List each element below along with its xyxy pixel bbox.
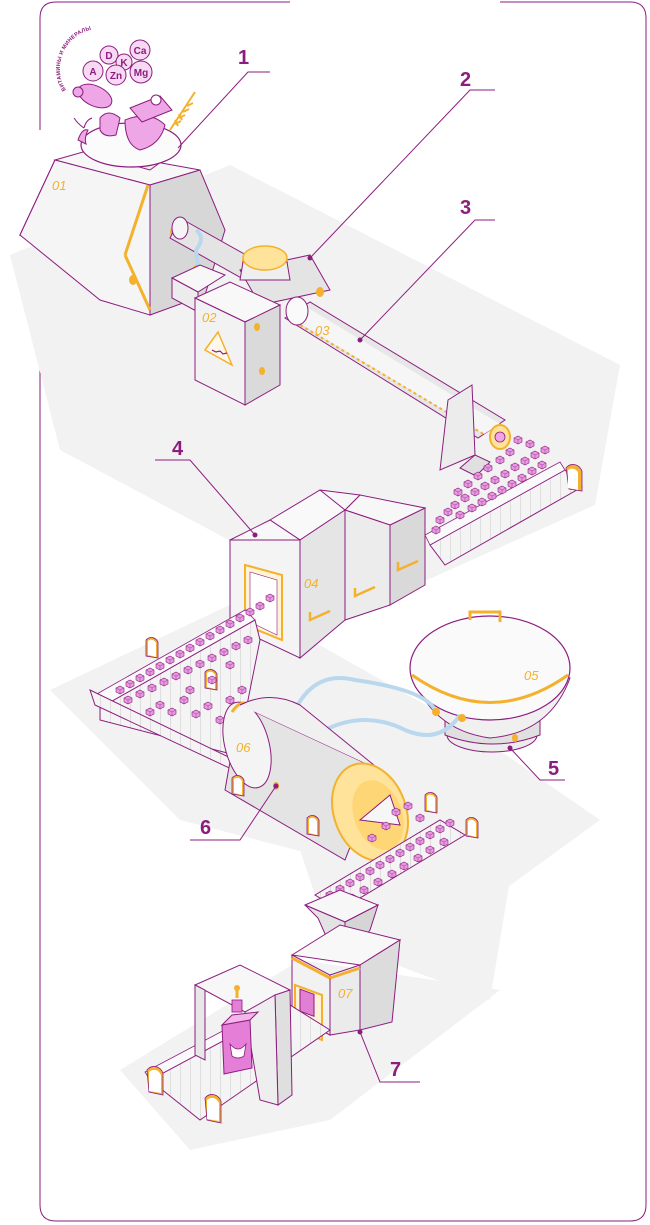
hoses: [293, 676, 462, 737]
machine-label-06: 06: [236, 740, 251, 755]
mineral-ca: Ca: [134, 46, 147, 57]
vitamins-title: ВИТАМИНЫ И МИНЕРАЛЫ: [56, 26, 92, 92]
vitamin-k: K: [120, 58, 128, 69]
mineral-mg: Mg: [134, 68, 148, 79]
machine-02-mixer: 02: [170, 245, 331, 406]
mineral-zn: Zn: [110, 71, 122, 82]
machine-label-01: 01: [52, 178, 66, 193]
svg-text:ВИТАМИНЫ И МИНЕРАЛЫ: ВИТАМИНЫ И МИНЕРАЛЫ: [56, 26, 92, 92]
callout-7: 7: [390, 1059, 401, 1081]
machine-06-legs: [231, 775, 479, 839]
machine-label-02: 02: [202, 310, 217, 325]
machine-06-cooler: 06: [222, 697, 409, 862]
machine-07-packer: 07: [290, 889, 402, 1042]
machine-03-extruder: 03: [284, 296, 511, 477]
callout-5: 5: [548, 758, 559, 780]
callout-2: 2: [460, 69, 471, 91]
machine-04-dryer: 04: [229, 489, 427, 660]
machine-label-04: 04: [304, 576, 318, 591]
machine-05-coater: 05: [409, 610, 571, 753]
callout-4: 4: [172, 438, 184, 460]
callout-1: 1: [238, 47, 249, 69]
machine-label-07: 07: [338, 986, 353, 1001]
vitamin-a: A: [89, 67, 96, 78]
machine-label-05: 05: [524, 668, 539, 683]
page-frame: [39, 1, 647, 1222]
conveyor-belt-1: [424, 461, 583, 566]
scanner-gate: [193, 964, 293, 1106]
callout-6: 6: [200, 817, 211, 839]
vitamins-and-minerals-badges: ВИТАМИНЫ И МИНЕРАЛЫ D K Ca A Zn Mg: [56, 26, 153, 92]
food-package-icon: [220, 985, 260, 1075]
callout-lines: [155, 71, 565, 1083]
callout-dots: [252, 255, 513, 1035]
ingredients-icon: [72, 83, 196, 151]
callout-3: 3: [460, 197, 471, 219]
machine-label-03: 03: [315, 323, 330, 338]
vitamin-d: D: [105, 51, 112, 62]
